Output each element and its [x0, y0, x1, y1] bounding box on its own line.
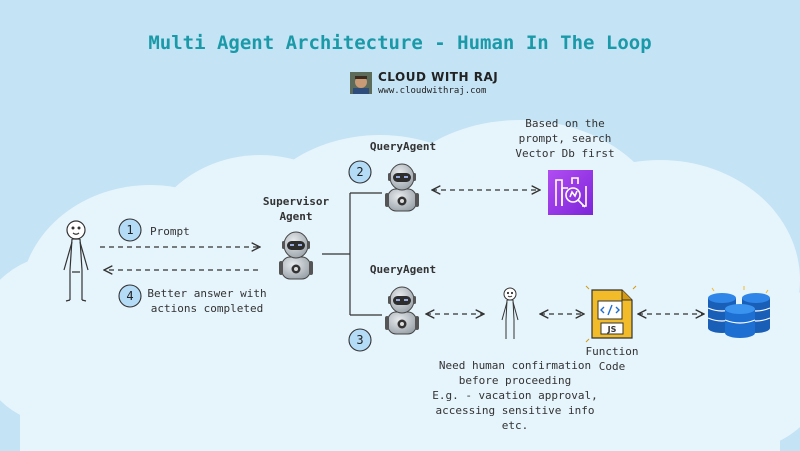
supervisor-label: Supervisor Agent — [256, 194, 336, 224]
vector-note: Based on the prompt, search Vector Db fi… — [500, 116, 630, 161]
step-number: 3 — [356, 333, 363, 347]
page-title: Multi Agent Architecture - Human In The … — [148, 32, 652, 54]
person-icon — [501, 287, 519, 339]
human-note-line: before proceeding — [458, 374, 572, 387]
query-agent-label-top: QueryAgent — [369, 140, 437, 153]
vector-note-line: Based on the — [525, 117, 605, 130]
supervisor-branch — [322, 192, 382, 316]
function-code-label-line: Function — [585, 345, 639, 358]
user-icon — [63, 220, 89, 302]
step-circle-4: 4 — [118, 284, 142, 308]
vector-note-line: prompt, search — [518, 132, 612, 145]
file-type-label: JS — [607, 325, 617, 334]
step-number: 2 — [356, 165, 363, 179]
robot-icon — [385, 163, 419, 212]
supervisor-label-line: Agent — [279, 210, 313, 223]
robot-icon — [279, 231, 313, 280]
supervisor-label-line: Supervisor — [262, 195, 330, 208]
robot-icon — [385, 286, 419, 335]
brand-name: CLOUD WITH RAJ — [378, 70, 499, 84]
prompt-label: Prompt — [150, 225, 190, 238]
vector-note-line: Vector Db first — [515, 147, 615, 160]
human-note-line: E.g. - vacation approval, — [432, 389, 598, 402]
brand-url: www.cloudwithraj.com — [378, 86, 487, 96]
human-note-line: Need human confirmation — [438, 359, 592, 372]
human-note: Need human confirmation before proceedin… — [420, 358, 610, 433]
answer-label: Better answer with actions completed — [142, 286, 272, 316]
vector-search-icon — [548, 170, 593, 215]
human-note-line: accessing sensitive info etc. — [435, 404, 595, 432]
function-code-label-line: Code — [598, 360, 626, 373]
answer-label-line: actions completed — [150, 302, 264, 315]
step-number: 1 — [126, 223, 133, 237]
query-agent-label-bottom: QueryAgent — [369, 263, 437, 276]
answer-label-line: Better answer with — [147, 287, 267, 300]
step-circle-2: 2 — [348, 160, 372, 184]
step-circle-3: 3 — [348, 328, 372, 352]
database-icon — [707, 286, 771, 338]
function-code-label: Function Code — [572, 344, 652, 374]
connectors — [100, 190, 704, 315]
step-number: 4 — [126, 289, 133, 303]
avatar — [350, 72, 372, 94]
step-circle-1: 1 — [118, 218, 142, 242]
code-file-icon: JS — [585, 285, 637, 343]
